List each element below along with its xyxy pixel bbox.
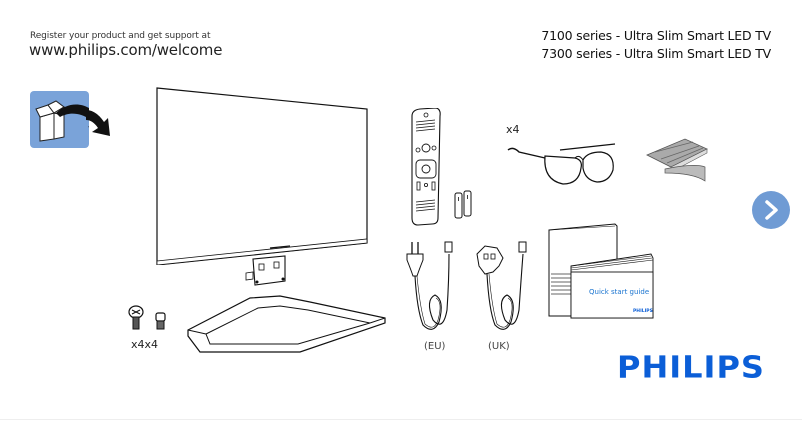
series-title-7100: 7100 series - Ultra Slim Smart LED TV (541, 28, 771, 43)
uk-power-cord-illustration (476, 241, 527, 330)
next-page-button[interactable] (752, 191, 790, 229)
screws-illustration (128, 305, 166, 330)
batteries-illustration (454, 190, 472, 219)
stand-bracket-illustration (245, 255, 286, 286)
support-url[interactable]: www.philips.com/welcome (29, 41, 223, 59)
cleaning-cloth-illustration (646, 138, 708, 182)
uk-cord-label: (UK) (488, 341, 510, 352)
quick-start-guide-brand: PHILIPS (633, 309, 653, 314)
eu-power-cord-illustration (406, 241, 453, 330)
glasses-quantity: x4 (506, 123, 520, 136)
unbox-icon (30, 91, 104, 148)
chevron-right-icon (765, 200, 778, 220)
stand-base-illustration (187, 295, 386, 353)
bottom-divider (0, 419, 802, 420)
quick-start-guide-title: Quick start guide (589, 288, 650, 296)
remote-control-illustration (411, 108, 441, 226)
screws-quantity: x4x4 (131, 338, 159, 351)
philips-logo: PHILIPS (617, 348, 765, 386)
tv-illustration (156, 87, 368, 265)
quick-start-guide-illustration (548, 223, 654, 319)
unbox-arrow-tip-icon (86, 110, 110, 136)
register-text: Register your product and get support at (30, 31, 211, 41)
series-title-7300: 7300 series - Ultra Slim Smart LED TV (541, 46, 771, 61)
3d-glasses-illustration (507, 143, 616, 185)
eu-cord-label: (EU) (424, 341, 446, 352)
